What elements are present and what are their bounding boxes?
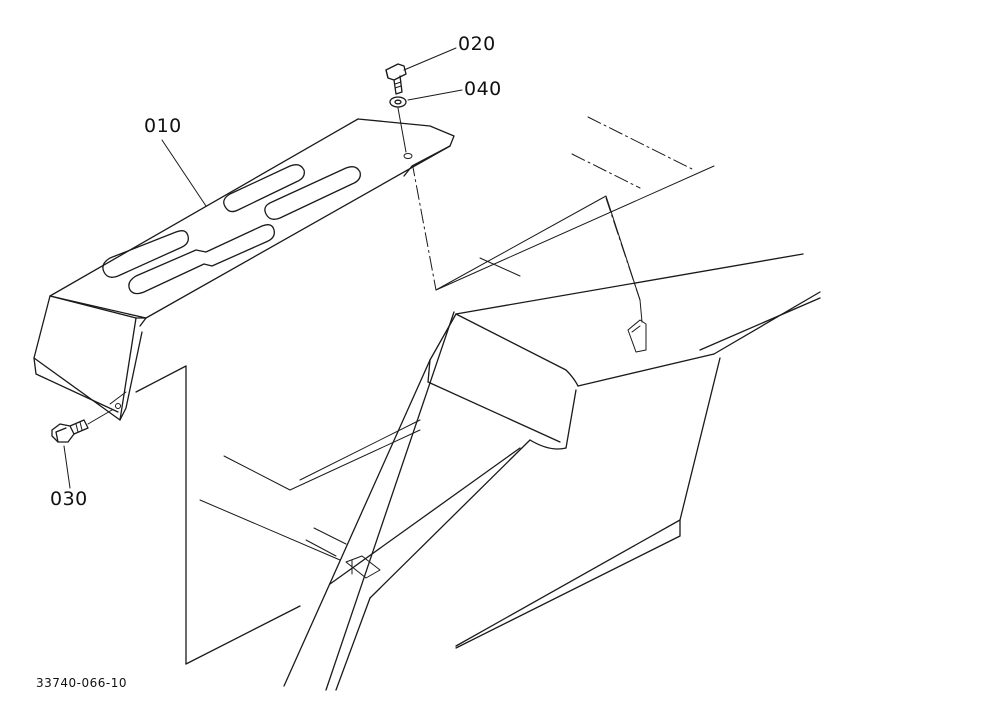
figure-code: 33740-066-10 (36, 676, 128, 690)
slot-upper-2 (264, 166, 361, 220)
machine-frame (135, 165, 821, 691)
callout-040: 040 (464, 78, 502, 100)
callout-020: 020 (458, 33, 496, 55)
frame-centerlines (411, 116, 695, 323)
washer-040 (389, 96, 407, 108)
slot-lower-2 (128, 224, 275, 295)
cover-plate-010 (33, 118, 455, 421)
bolt-030 (51, 419, 89, 443)
leader-lines (63, 47, 463, 489)
assembly-line-bolt (397, 107, 407, 153)
callout-030: 030 (50, 488, 88, 510)
slot-upper-1 (223, 164, 305, 213)
slot-lower-1 (102, 230, 189, 278)
bolt-020 (385, 63, 407, 95)
assembly-line-030 (87, 409, 113, 425)
bolt-hole (403, 153, 413, 159)
callout-010: 010 (144, 115, 182, 137)
